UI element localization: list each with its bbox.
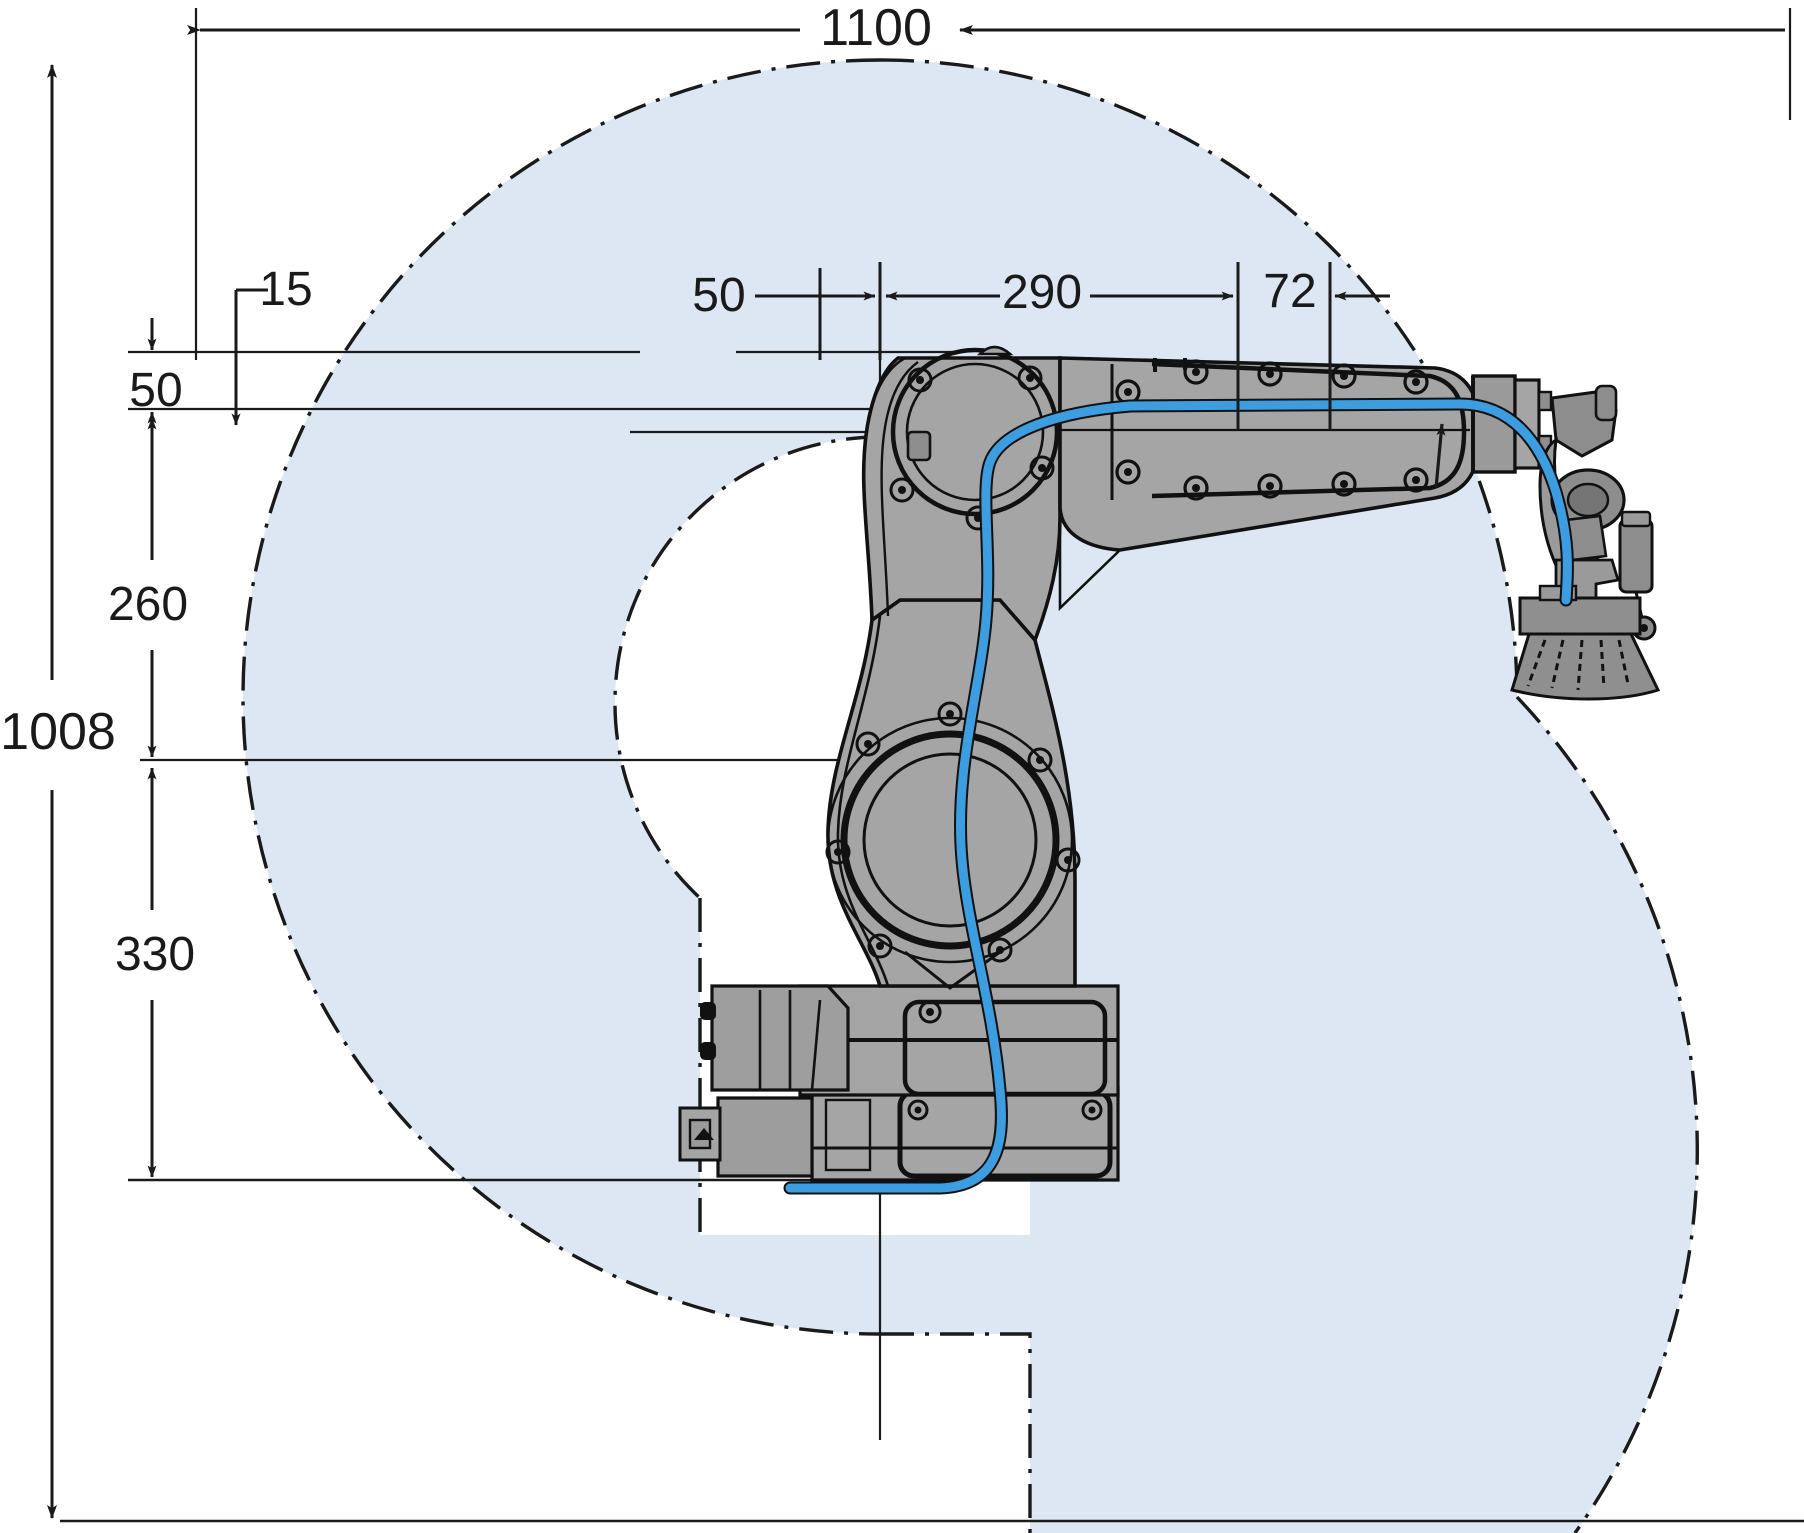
label-330: 330 bbox=[115, 928, 195, 981]
label-15: 15 bbox=[259, 263, 312, 316]
label-72: 72 bbox=[1263, 265, 1316, 318]
label-50-top: 50 bbox=[692, 269, 745, 322]
label-290: 290 bbox=[1002, 266, 1082, 319]
dimension-290 bbox=[885, 262, 1240, 430]
robot-base-housing bbox=[700, 984, 1120, 1097]
dimension-50-top bbox=[755, 262, 882, 360]
robot-base bbox=[678, 1086, 1120, 1182]
dimension-15 bbox=[231, 288, 268, 426]
envelope-outline bbox=[241, 58, 1699, 1533]
dimension-72 bbox=[1328, 262, 1390, 430]
label-260: 260 bbox=[108, 578, 188, 631]
label-height-1008: 1008 bbox=[0, 703, 116, 761]
label-width-1100: 1100 bbox=[820, 0, 932, 57]
robot-lower-arm bbox=[825, 598, 1081, 990]
label-50-left: 50 bbox=[129, 364, 182, 417]
cable-hose bbox=[783, 397, 1574, 1195]
robot-wrist-flange bbox=[1471, 374, 1553, 474]
leader-arrow bbox=[1434, 423, 1446, 489]
end-effector-spray-head bbox=[1510, 584, 1661, 701]
dimension-labels: 1100 1008 15 50 260 330 50 290 72 bbox=[0, 0, 1317, 981]
robot-arm-assembly bbox=[678, 345, 1661, 1195]
